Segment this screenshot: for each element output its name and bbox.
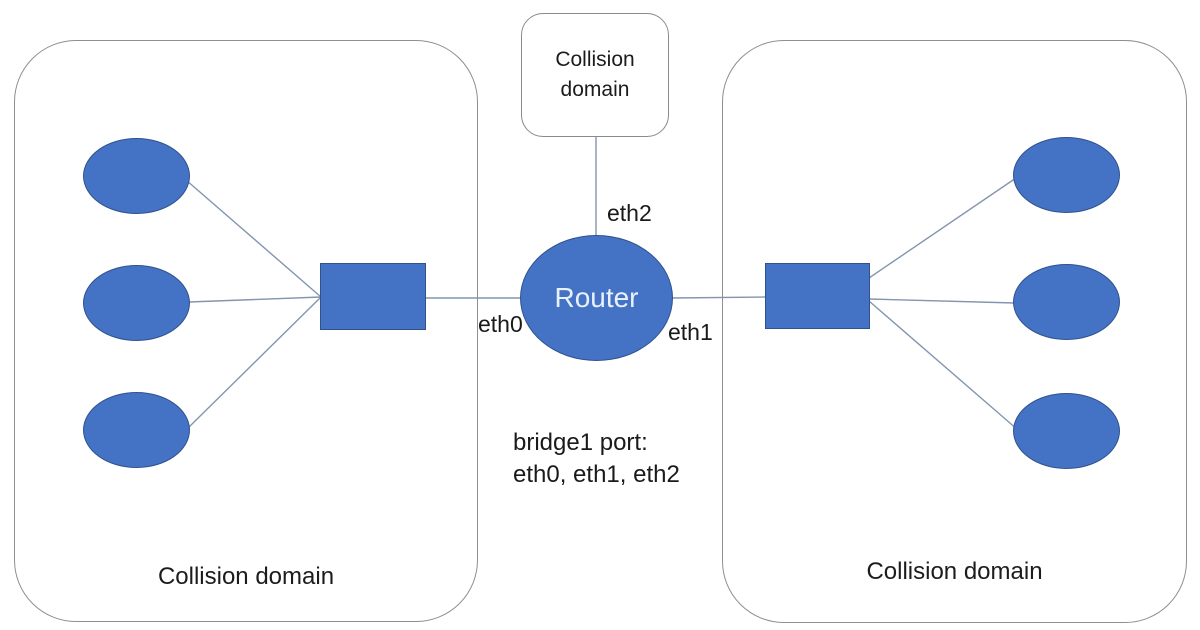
left-domain-label: Collision domain (157, 563, 335, 590)
link-left-host3-switch (187, 296, 322, 429)
link-right-switch-host3 (868, 300, 1019, 431)
eth0-label: eth0 (478, 311, 523, 337)
host-node-left-2 (83, 265, 190, 341)
link-right-switch-host1 (868, 177, 1017, 279)
eth2-label: eth2 (607, 200, 652, 226)
link-left-host1-switch (185, 179, 322, 298)
host-node-left-3 (83, 392, 190, 468)
router-label: Router (554, 282, 639, 313)
host-node-right-2 (1013, 264, 1120, 340)
link-router-right-switch (671, 296, 767, 299)
link-right-switch-host2 (868, 298, 1016, 304)
host-node-right-1 (1013, 137, 1120, 213)
link-left-host2-switch (188, 296, 322, 303)
right-domain-label: Collision domain (866, 558, 1043, 585)
bridge-note-line1: bridge1 port: (513, 429, 648, 456)
top-domain-label: Collision domain (555, 48, 635, 101)
top-collision-domain-box: Collision domain (521, 13, 669, 137)
router-node: Router (520, 235, 673, 361)
bridge-note: bridge1 port: eth0, eth1, eth2 (513, 427, 680, 491)
bridge-note-line2: eth0, eth1, eth2 (513, 461, 680, 488)
left-switch-node (320, 263, 426, 330)
right-switch-node (765, 263, 870, 329)
host-node-right-3 (1013, 393, 1120, 469)
right-collision-domain-box: Collision domain (722, 40, 1187, 623)
host-node-left-1 (83, 138, 190, 214)
eth1-label: eth1 (668, 319, 713, 345)
left-collision-domain-box: Collision domain (14, 40, 478, 622)
